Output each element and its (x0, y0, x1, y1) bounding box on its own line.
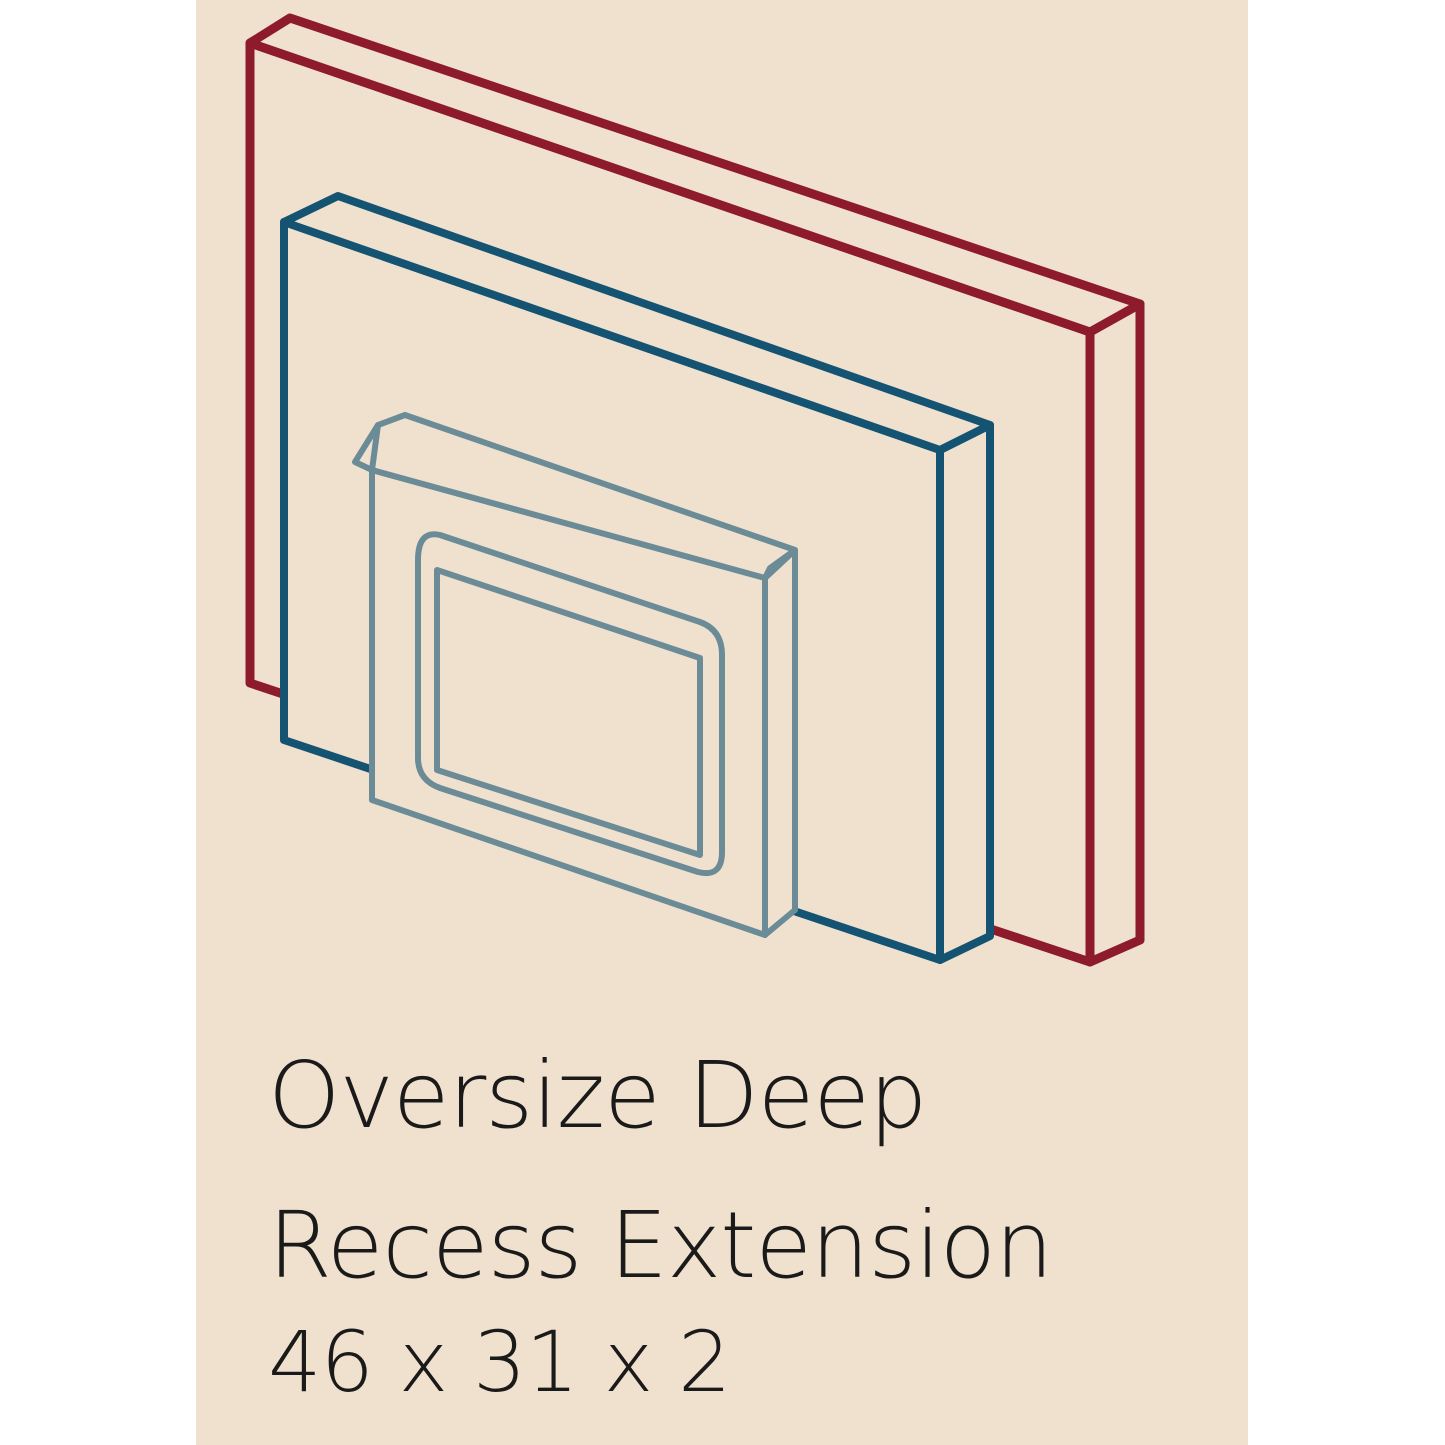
fireplace-insert-outline (352, 412, 798, 938)
product-dimensions: 46 x 31 x 2 (268, 1313, 731, 1411)
product-title-line-1: Oversize Deep (268, 1042, 927, 1149)
product-title-line-2: Recess Extension (268, 1192, 1053, 1299)
recess-extension-illustration (245, 13, 1145, 967)
